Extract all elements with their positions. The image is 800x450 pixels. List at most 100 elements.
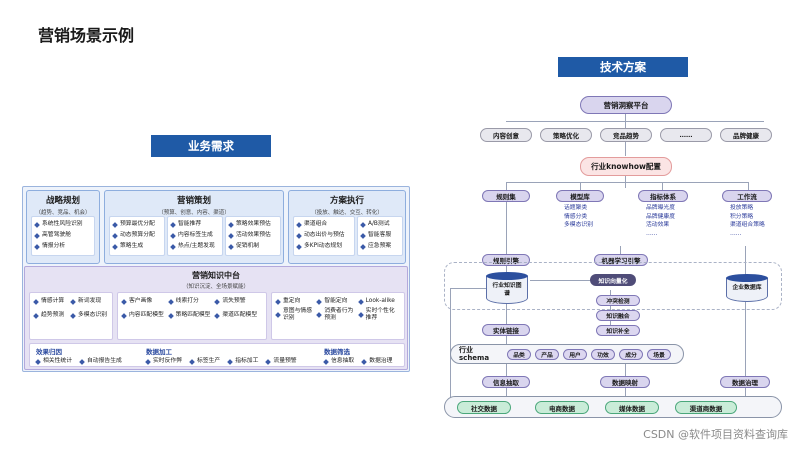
- connector-line: [506, 182, 748, 183]
- schema-item: 品类: [507, 349, 531, 360]
- list-item: 情报分析: [34, 241, 91, 252]
- connector-line: [745, 386, 746, 398]
- targeting-cell: 重定向 智能定向 Look-alike 意图与情感识别 消费者行为预测 实时个性…: [271, 292, 405, 340]
- list-item: 情感计算: [33, 296, 71, 307]
- execution-title: 方案执行: [329, 196, 364, 206]
- execution-group-2: A/B测试 智能客服 应急预案: [357, 216, 403, 256]
- schema-item: 成分: [619, 349, 643, 360]
- list-item: 流失预警: [214, 296, 262, 307]
- top-module: 内容创意: [480, 128, 532, 142]
- insight-platform: 营销洞察平台: [580, 96, 672, 114]
- filtering-title: 数据筛选: [324, 348, 350, 356]
- diamond-bullet-icon: [357, 298, 364, 305]
- connector-line: [748, 182, 749, 190]
- list-item: 标签生产: [189, 356, 220, 367]
- execution-subtitle: （投放、触达、交互、转化）: [311, 210, 383, 216]
- list-item: 趋势预测: [33, 310, 71, 321]
- list-item: Look-alike: [357, 296, 400, 307]
- nlp-cell: 情感计算 新词发现 趋势预测 多模态识别: [29, 292, 113, 340]
- source-channel: 渠道商数据: [675, 401, 737, 414]
- diamond-bullet-icon: [35, 358, 41, 365]
- diamond-bullet-icon: [296, 243, 302, 250]
- list-item: 意图与情感识别: [275, 308, 314, 322]
- strategy-column: 战略规划 （趋势、竞品、机会） 系统性风险识别 高管驾驶舱 情报分析: [26, 190, 100, 264]
- diamond-bullet-icon: [360, 221, 366, 228]
- top-module: 竞品趋势: [600, 128, 652, 142]
- enterprise-db-label: 企业数据库: [732, 285, 762, 291]
- list-item: 渠道组合策略: [730, 222, 765, 228]
- diamond-bullet-icon: [227, 358, 234, 365]
- diamond-bullet-icon: [228, 221, 234, 228]
- planning-group-2: 智能推荐 内容标签生成 热点/主题发现: [167, 216, 223, 256]
- processing-section: 数据加工 实时反作弊 标签生产 指标加工 流量预警: [145, 346, 297, 367]
- bottom-sections: 效果归因 相关性统计 自动报告生成 数据加工 实时反作弊 标签生产 指标加工 流…: [29, 343, 405, 367]
- list-item: 智能定向: [316, 296, 358, 307]
- list-item: 新词发现: [70, 296, 108, 307]
- list-item: 多KPI动态规划: [296, 241, 351, 252]
- diamond-bullet-icon: [70, 312, 76, 319]
- list-item: 活动效果: [646, 222, 670, 228]
- schema-item: 场景: [647, 349, 671, 360]
- diamond-bullet-icon: [214, 298, 221, 305]
- top-module: 品牌健康: [720, 128, 772, 142]
- list-item: 动态出价与预估: [296, 230, 351, 241]
- list-item: 品牌健康度: [646, 213, 675, 220]
- connector-line: [530, 280, 590, 281]
- list-item: 智能推荐: [170, 219, 219, 230]
- list-item: 动态预算分配: [112, 230, 161, 241]
- planning-column: 营销策划 （预算、创意、内容、渠道） 预算最优分配 动态预算分配 策略生成 智能…: [104, 190, 284, 264]
- list-item: 活动效果预估: [228, 230, 277, 241]
- planning-group-3: 策略效果预估 活动效果预估 促销机制: [225, 216, 281, 256]
- list-item: 高管驾驶舱: [34, 230, 91, 241]
- diamond-bullet-icon: [170, 221, 176, 228]
- enterprise-db-cylinder: 企业数据库: [726, 274, 768, 302]
- connector-line: [506, 362, 507, 376]
- diamond-bullet-icon: [112, 243, 118, 250]
- diamond-bullet-icon: [228, 243, 234, 250]
- entity-link: 实体链接: [482, 324, 530, 336]
- module-metrics: 指标体系: [638, 190, 688, 202]
- list-item: 指标加工: [227, 356, 258, 367]
- diamond-bullet-icon: [275, 298, 281, 305]
- kg-vectorize: 知识向量化: [590, 274, 636, 286]
- diamond-bullet-icon: [34, 221, 40, 228]
- rule-engine: 规则引擎: [482, 254, 530, 266]
- schema-item: 产品: [535, 349, 559, 360]
- data-governance: 数据治理: [720, 376, 770, 388]
- watermark: CSDN @软件项目资料查询库: [643, 428, 788, 441]
- list-item: 应急预案: [360, 241, 399, 252]
- list-item: 策略效果预估: [228, 219, 277, 230]
- top-module: ……: [660, 128, 712, 142]
- module-metrics-list: 品牌曝光度 品牌健康度 活动效果 ……: [646, 204, 675, 238]
- diamond-bullet-icon: [33, 298, 39, 305]
- diamond-bullet-icon: [265, 358, 272, 365]
- list-item: 信息抽取: [323, 356, 354, 367]
- list-item: 多模态识别: [564, 222, 593, 228]
- schema-item: 功效: [591, 349, 615, 360]
- connector-line: [625, 386, 626, 398]
- execution-group-1: 渠道组合 动态出价与预估 多KPI动态规划: [293, 216, 355, 256]
- diamond-bullet-icon: [167, 312, 174, 319]
- list-item: 内容匹配模型: [121, 310, 169, 321]
- list-item: 多模态识别: [70, 310, 108, 321]
- connector-line: [745, 302, 746, 376]
- diamond-bullet-icon: [167, 298, 174, 305]
- diamond-bullet-icon: [112, 232, 118, 239]
- list-item: 情感分类: [564, 213, 588, 220]
- connector-line: [450, 288, 451, 398]
- top-module: 策略优化: [540, 128, 592, 142]
- list-item: 线索打分: [167, 296, 216, 307]
- diamond-bullet-icon: [112, 221, 118, 228]
- connector-line: [506, 336, 507, 344]
- diamond-bullet-icon: [275, 312, 281, 318]
- module-workflow-list: 投放策略 积分策略 渠道组合策略 ……: [730, 204, 765, 238]
- connector-line: [662, 182, 663, 190]
- knowledge-center-subtitle: （知识沉淀、全场景赋能）: [182, 284, 249, 290]
- list-item: 数据治理: [361, 356, 392, 367]
- list-item: 策略生成: [112, 241, 161, 252]
- list-item: 品牌曝光度: [646, 205, 675, 211]
- connector-line: [620, 246, 621, 254]
- connector-line: [745, 246, 746, 276]
- execution-column: 方案执行 （投放、触达、交互、转化） 渠道组合 动态出价与预估 多KPI动态规划…: [288, 190, 406, 264]
- list-item: 智能客服: [360, 230, 399, 241]
